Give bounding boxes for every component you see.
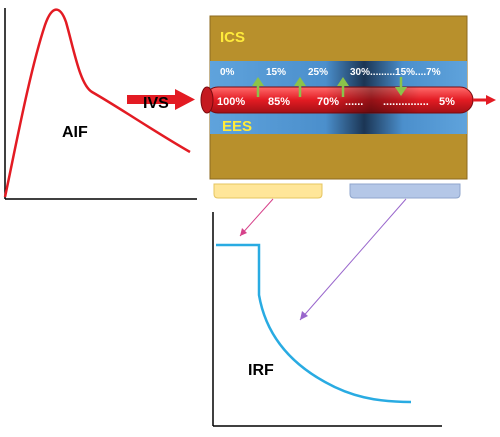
ees-percent-1: 15% [266,67,286,78]
ees-percent-3: 30%.........15%....7% [350,67,441,78]
pointer-early [239,198,274,237]
ivs-percent-1: 85% [268,96,290,108]
aif-plot: AIF [3,8,197,200]
arrow-up-icon [337,77,349,97]
arrow-up-icon [252,77,264,97]
irf-label: IRF [248,362,274,379]
bracket-early [213,183,323,199]
aif-label: AIF [62,124,88,141]
irf-curve [216,243,412,404]
pointer-late [299,198,407,321]
ics-label: ICS [220,29,245,46]
arrow-down-icon [395,77,407,96]
ivs-percent-3: ...... [345,96,363,108]
ivs-percent-5: 5% [439,96,455,108]
ees-label: EES [222,118,252,135]
ivs-percent-4: ............... [383,96,429,108]
input-arrow [127,89,195,110]
arrow-up-icon [294,77,306,97]
ivs-percent-0: 100% [217,96,245,108]
ees-percent-2: 25% [308,67,328,78]
exchange-arrows [252,77,407,97]
bracket-late [349,183,461,199]
tissue-compartments: ICS EES 0% 15% 25% 30%.........15%....7%… [200,15,496,180]
ees-percent-0: 0% [220,67,235,78]
ivs-label: IVS [143,95,169,112]
ivs-percent-2: 70% [317,96,339,108]
aif-curve [3,8,191,198]
vessel [200,86,496,114]
irf-plot: IRF [212,212,442,427]
